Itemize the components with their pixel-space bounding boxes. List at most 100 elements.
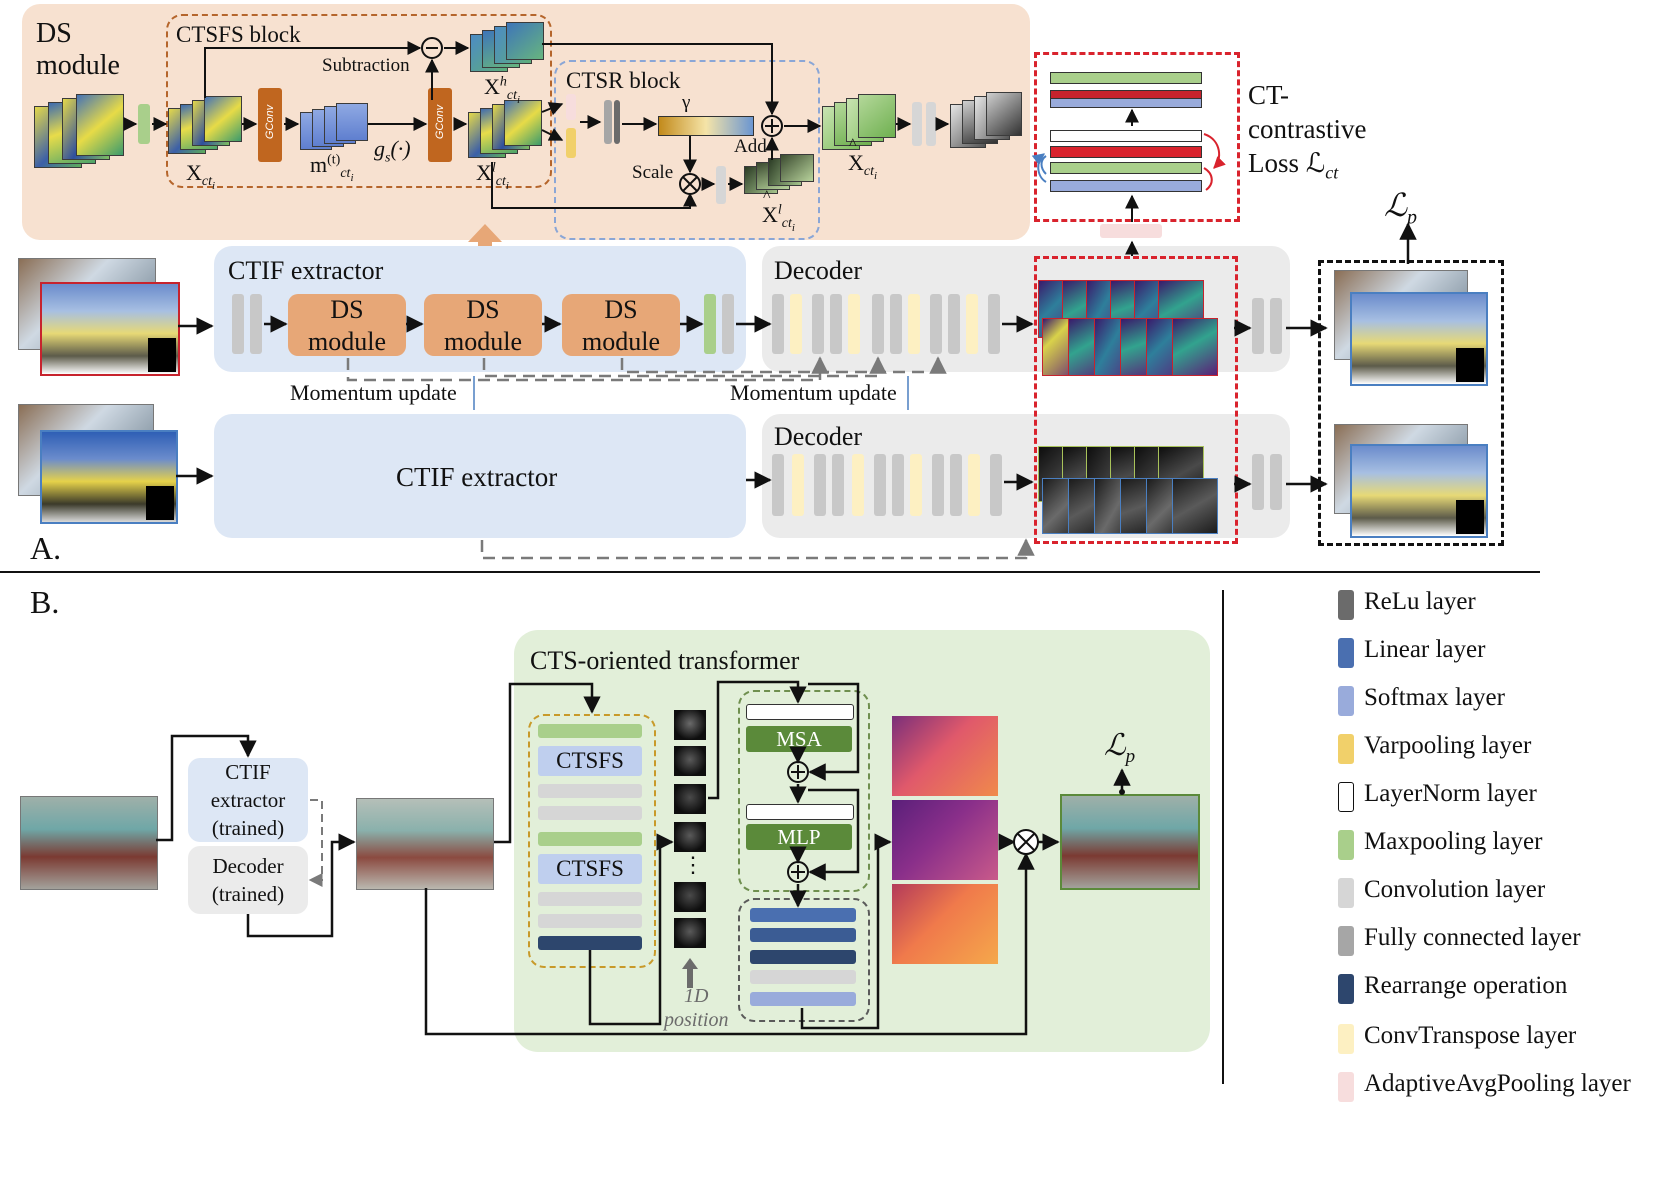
ct-loss-line1: CT-: [1248, 80, 1290, 110]
position-label: 1D position: [664, 984, 728, 1032]
decoder-top-title: Decoder: [774, 256, 863, 285]
conv-bar-ctif-1: [232, 294, 244, 354]
legend-label-rearrange: Rearrange operation: [1364, 972, 1568, 999]
ds-module-1-line2: module: [308, 327, 386, 356]
conv-bar-ctsr: [716, 166, 726, 204]
m-cti-label: m(t)cti: [310, 152, 354, 185]
m-cti-label-text: m: [310, 152, 328, 177]
legend-label-linear: Linear layer: [1364, 636, 1486, 663]
ds-module-title: DS module: [36, 18, 120, 82]
scale-label: Scale: [632, 162, 674, 183]
ct-loss-line2: contrastive: [1248, 114, 1367, 144]
lp-label-a-text: ℒ: [1384, 187, 1408, 223]
legend-label-convtranspose: ConvTranspose layer: [1364, 1022, 1577, 1049]
legend-label-adaptiveavgpooling: AdaptiveAvgPooling layer: [1364, 1070, 1631, 1097]
room-input-image: [20, 796, 158, 890]
legend-swatch-rearrange: [1338, 974, 1354, 1004]
room-processed-image: [356, 798, 494, 890]
legend-swatch-convolution: [1338, 878, 1354, 908]
conv-bar-ctsfs-4: [538, 914, 642, 928]
legend-swatch-adaptiveavgpooling: [1338, 1072, 1354, 1102]
gamma-gradient-bar: [658, 116, 754, 136]
layernorm-bar-1: [746, 704, 854, 720]
trained-loop-dashed: [308, 799, 323, 887]
lp-label-a: ℒp: [1384, 187, 1418, 229]
gconv-1-label: GConv: [264, 104, 276, 140]
lp-label-b-text: ℒ: [1104, 729, 1126, 762]
ds-module-3-line2: module: [582, 327, 660, 356]
ctsfs-1-label: CTSFS: [556, 748, 624, 773]
rearrange-bar-head-1: [750, 928, 856, 942]
ds-module-1-line1: DS: [330, 295, 364, 324]
fc-bar-ctsr: [604, 100, 612, 144]
ctsfs-block-title: CTSFS block: [176, 22, 301, 47]
legend-swatch-linear: [1338, 638, 1354, 668]
ctif-extractor-trained: CTIF extractor (trained): [188, 758, 308, 842]
ds-module-3-line1: DS: [604, 295, 638, 324]
conv-bar-ds-out-2: [926, 102, 936, 146]
decoder-trained-line1: Decoder: [212, 854, 284, 878]
legend-swatch-fully-connected: [1338, 926, 1354, 956]
ctsfs-box-1: CTSFS: [538, 746, 642, 776]
ds-module-2: DS module: [424, 294, 542, 356]
x-hat-cti-low-label-text: X: [762, 202, 778, 227]
gs-label: gs(·): [374, 136, 411, 166]
ctif-extractor-bottom-title: CTIF extractor: [396, 462, 558, 492]
section-separator: [0, 571, 1540, 573]
room-output-image: [1060, 794, 1200, 890]
decoder-features-frame: [1034, 256, 1238, 544]
x-cti-low-label-text: X: [476, 160, 492, 185]
x-hat-cti-label-text: X: [848, 150, 864, 175]
rearrange-bar-ctsfs: [538, 936, 642, 950]
output-images-frame: [1318, 260, 1504, 546]
ctsfs-2-label: CTSFS: [556, 856, 624, 881]
token-ellipsis: ⋮: [682, 852, 704, 877]
conv-bar-ctsfs-1: [538, 784, 642, 798]
linear-bar-head-1: [750, 908, 856, 922]
position-line2: position: [664, 1009, 729, 1031]
msa-label: MSA: [776, 727, 822, 751]
msa-box: MSA: [746, 726, 852, 752]
legend-label-fully-connected: Fully connected layer: [1364, 924, 1581, 951]
decoder-bottom-title: Decoder: [774, 422, 863, 451]
momentum-update-right: Momentum update: [730, 380, 897, 405]
legend-swatch-softmax: [1338, 686, 1354, 716]
ds-module-1: DS module: [288, 294, 406, 356]
adaptive-avgpool-bar-contrastive: [1100, 224, 1162, 238]
ct-contrastive-frame: [1034, 52, 1240, 222]
decoder-trained-line2: (trained): [211, 882, 285, 906]
ct-loss-line3: Loss ℒ: [1248, 148, 1326, 178]
decoder-trained: Decoder (trained): [188, 846, 308, 914]
softmax-bar-head: [750, 992, 856, 1006]
ds-module-title-line1: DS: [36, 18, 72, 49]
conv-bar-ctif-2: [250, 294, 262, 354]
conv-bar-head: [750, 970, 856, 984]
ctif-extractor-top-title: CTIF extractor: [228, 256, 384, 285]
ctif-trained-line2: extractor: [210, 788, 286, 812]
gconv-2-label: GConv: [434, 104, 446, 140]
encoder-block-frame: [738, 690, 870, 892]
x-cti-label: Xcti: [186, 160, 216, 193]
legend-label-softmax: Softmax layer: [1364, 684, 1505, 711]
lp-label-b: ℒp: [1104, 729, 1136, 767]
x-cti-high-label-text: X: [484, 74, 500, 99]
legend-swatch-maxpooling: [1338, 830, 1354, 860]
cts-transformer-title: CTS-oriented transformer: [530, 646, 800, 675]
gconv-block-1: GConv: [258, 88, 282, 162]
maxpool-bar-ds-input: [138, 104, 150, 144]
momentum-update-left: Momentum update: [290, 380, 457, 405]
conv-bar-ctsfs-3: [538, 892, 642, 906]
ct-contrastive-loss-label: CT- contrastive Loss ℒct: [1248, 78, 1366, 189]
adaptive-avgpool-bar-ctsr: [566, 94, 576, 120]
ctsr-block-title: CTSR block: [566, 68, 681, 93]
conv-bar-decoder-bottom-out-1: [1252, 454, 1264, 510]
legend-swatch-relu: [1338, 590, 1354, 620]
gconv-block-2: GConv: [428, 88, 452, 162]
legend-label-convolution: Convolution layer: [1364, 876, 1546, 903]
ctif-trained-line3: (trained): [211, 816, 285, 840]
legend-swatch-convtranspose: [1338, 1024, 1354, 1054]
ctif-trained-line1: CTIF: [225, 760, 271, 784]
conv-bar-ctif-3: [722, 294, 734, 354]
conv-bar-ctsfs-2: [538, 806, 642, 820]
add-label: Add: [734, 136, 767, 157]
